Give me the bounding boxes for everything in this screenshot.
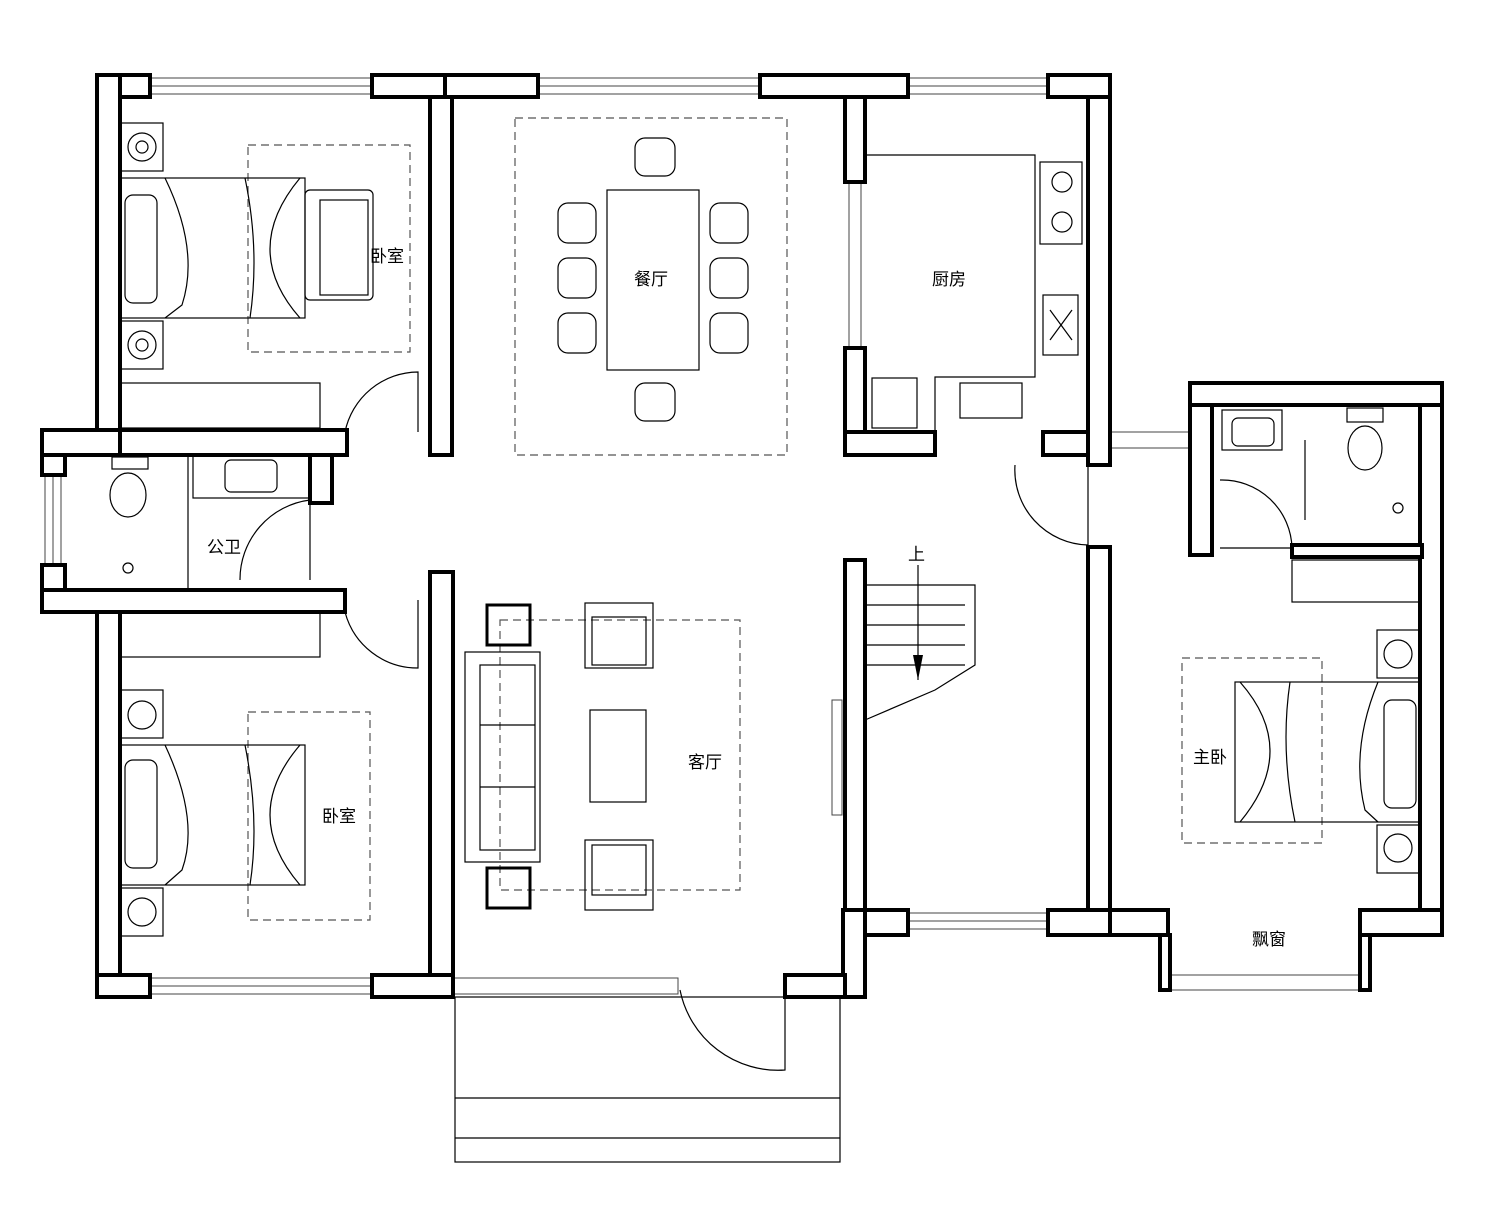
bathroom-public-fixtures: 公卫 xyxy=(109,454,311,590)
doors xyxy=(239,371,1306,1071)
dining-furniture: 餐厅 xyxy=(514,117,788,456)
room-label-bedroom-bottom: 卧室 xyxy=(322,807,356,827)
room-label-kitchen: 厨房 xyxy=(932,270,966,290)
walls xyxy=(40,73,1444,999)
room-label-master-bedroom: 主卧 xyxy=(1193,748,1227,768)
kitchen-furniture: 厨房 xyxy=(865,154,1083,432)
room-label-dining: 餐厅 xyxy=(634,270,668,290)
staircase: 上 xyxy=(864,545,976,721)
room-label-bay-window: 飘窗 xyxy=(1252,930,1286,950)
room-label-living: 客厅 xyxy=(688,753,722,773)
porch-steps xyxy=(454,996,841,1163)
bedroom-bottom-furniture: 卧室 xyxy=(119,611,371,937)
room-label-bathroom: 公卫 xyxy=(207,538,241,558)
living-furniture: 客厅 xyxy=(464,602,741,911)
stairs-up-label: 上 xyxy=(908,545,925,565)
room-label-bedroom-top: 卧室 xyxy=(370,247,404,267)
bedroom-top-furniture: 卧室 xyxy=(119,122,411,429)
windows xyxy=(44,77,1361,995)
master-furniture: 主卧 飘窗 xyxy=(1181,407,1421,950)
